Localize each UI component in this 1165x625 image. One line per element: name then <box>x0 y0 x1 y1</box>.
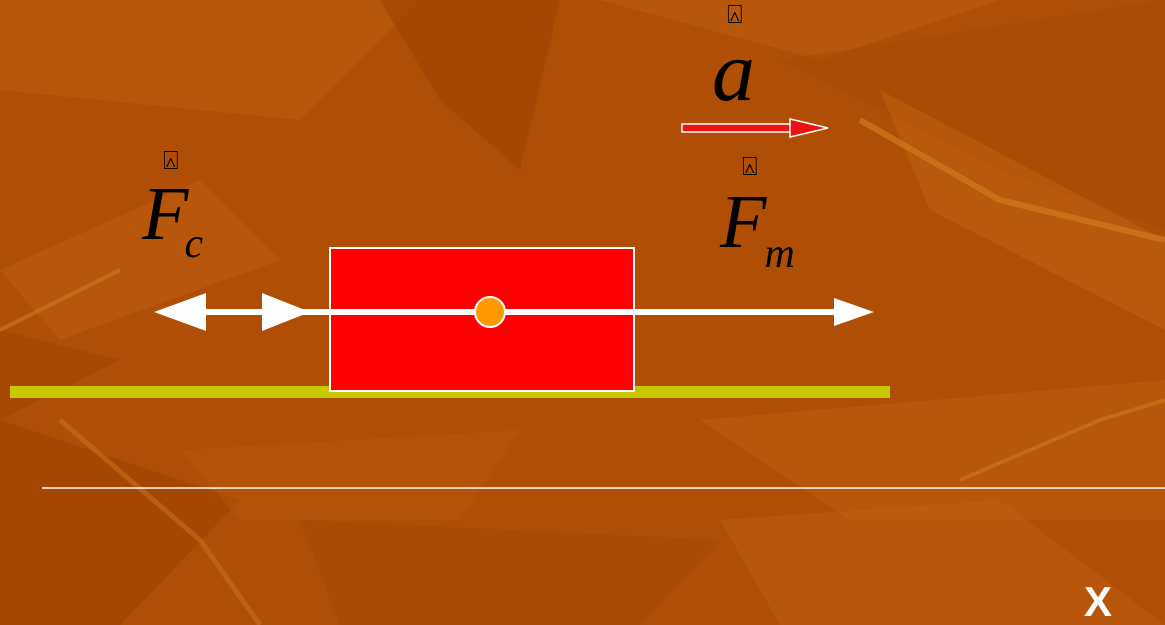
resistance-force-symbol: Fc <box>142 176 207 265</box>
center-of-mass-dot <box>474 296 506 328</box>
resistance-force-arrow <box>154 293 490 331</box>
traction-force-symbol: Fm <box>720 184 797 275</box>
acceleration-letter: a <box>712 23 755 119</box>
acceleration-symbol: a <box>712 28 755 114</box>
resistance-force-subscript: c <box>184 221 204 267</box>
resistance-force-letter: F <box>142 172 189 256</box>
traction-force-vector-mark: ⍓ <box>742 152 758 182</box>
traction-force-subscript: m <box>764 231 795 277</box>
x-axis-label: X <box>1084 578 1113 625</box>
resistance-force-vector-mark: ⍓ <box>163 146 179 176</box>
traction-force-letter: F <box>720 180 767 264</box>
acceleration-vector-mark: ⍓ <box>727 0 743 30</box>
traction-force-arrow <box>490 298 874 326</box>
acceleration-arrow <box>681 118 829 138</box>
